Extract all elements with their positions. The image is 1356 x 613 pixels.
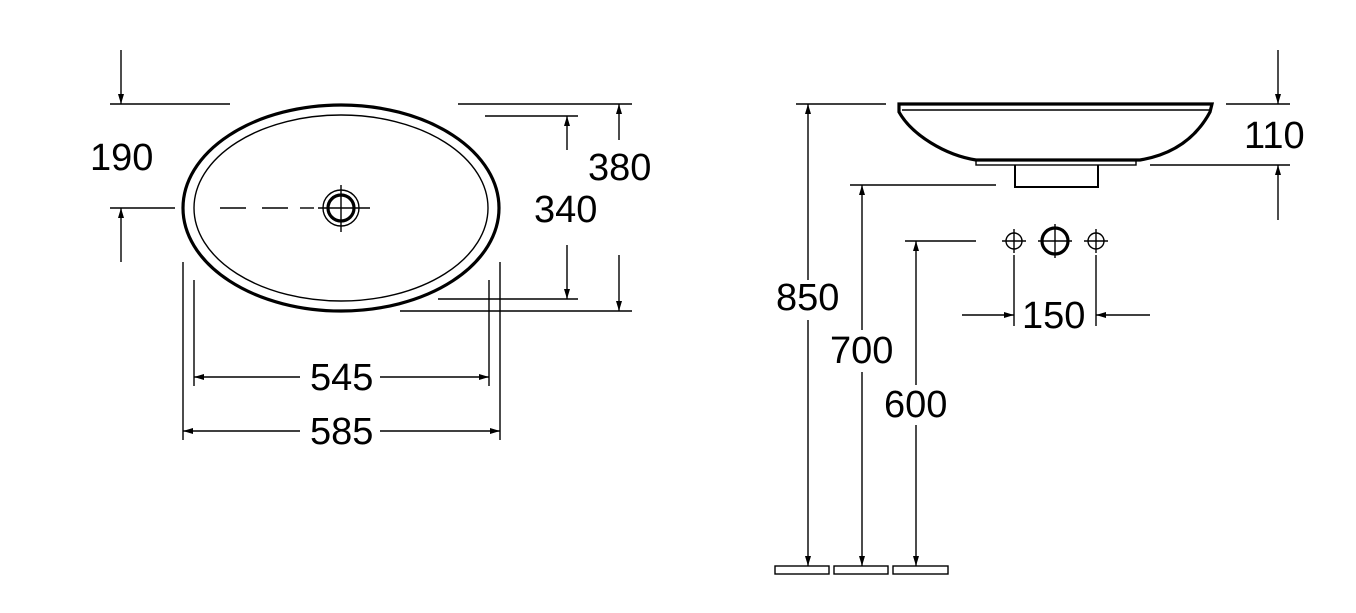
dim-inner-length-label: 545 bbox=[310, 357, 373, 399]
dim-outer-length-label: 585 bbox=[310, 411, 373, 453]
dim-tap-height: 600 bbox=[884, 241, 947, 566]
dim-drain-offset: 190 bbox=[90, 50, 230, 262]
dim-widths: 380 340 bbox=[400, 103, 651, 312]
tap-holes bbox=[905, 224, 1108, 258]
floor-line bbox=[774, 565, 949, 575]
dim-tap-height-label: 600 bbox=[884, 384, 947, 426]
basin-inner-rim bbox=[193, 114, 489, 302]
tap-hole-center bbox=[1038, 224, 1072, 258]
dim-total-height-label: 850 bbox=[776, 277, 839, 319]
drain-symbol bbox=[318, 185, 370, 232]
dim-height-label: 110 bbox=[1244, 115, 1305, 157]
basin-outer-rim bbox=[181, 103, 501, 313]
tap-hole-left bbox=[1002, 229, 1026, 253]
dim-drain-offset-label: 190 bbox=[90, 137, 153, 179]
side-view: 110 bbox=[774, 50, 1305, 575]
dim-inner-width-label: 340 bbox=[534, 189, 597, 231]
dim-drain-height-label: 700 bbox=[830, 330, 893, 372]
dim-lengths: 545 585 bbox=[182, 262, 501, 453]
top-view: 190 380 340 545 585 bbox=[90, 50, 651, 453]
dim-outer-width-label: 380 bbox=[588, 147, 651, 189]
dim-tap-spacing: 150 bbox=[962, 255, 1150, 337]
dim-height: 110 bbox=[1150, 50, 1305, 220]
dim-tap-spacing-label: 150 bbox=[1022, 295, 1085, 337]
dim-total-height: 850 bbox=[776, 104, 839, 566]
basin-profile bbox=[897, 102, 1215, 188]
dim-drain-height: 700 bbox=[830, 185, 893, 566]
tap-hole-right bbox=[1084, 229, 1108, 253]
